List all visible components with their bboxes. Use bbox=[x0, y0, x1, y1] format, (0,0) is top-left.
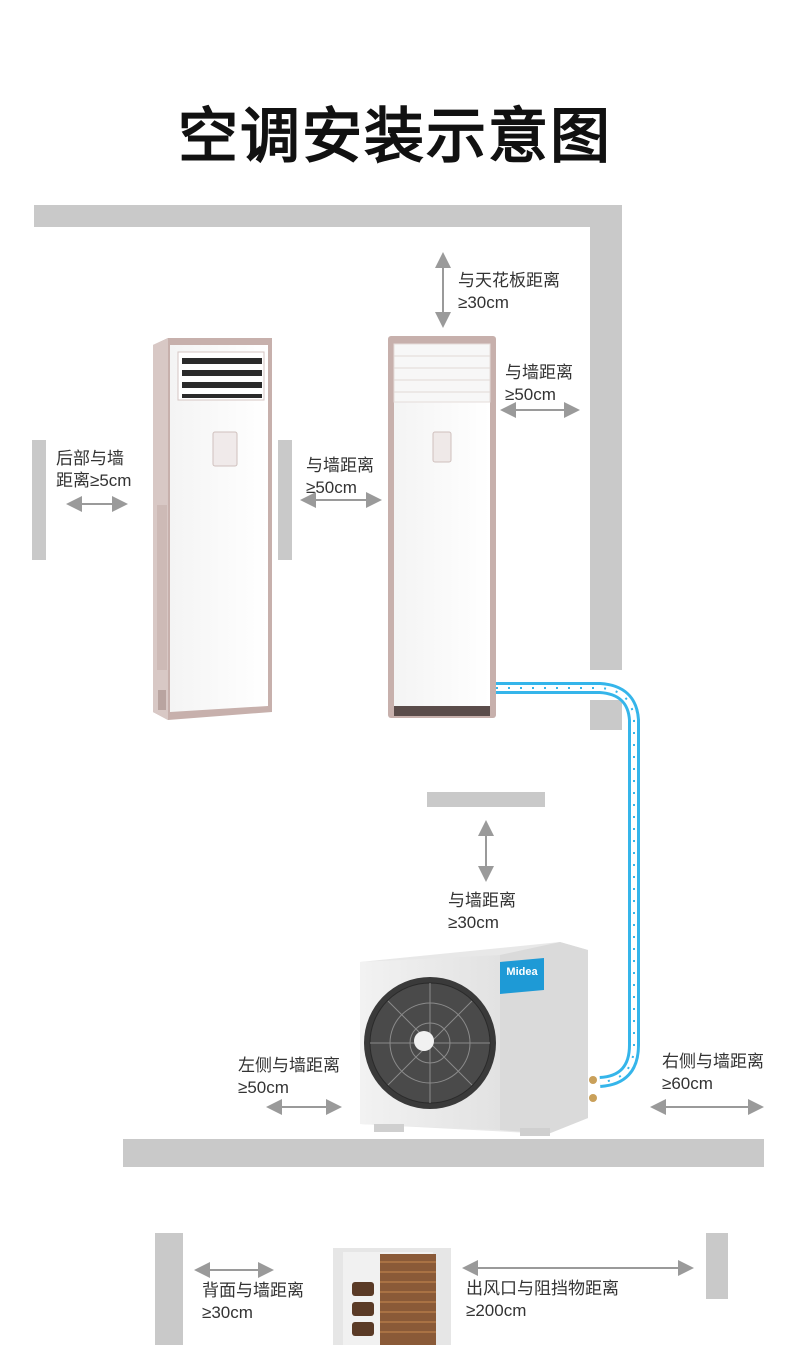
brand-logo-icon bbox=[500, 958, 544, 994]
label-rear-wall: 后部与墙 距离≥5cm bbox=[56, 449, 132, 490]
indoor-unit-right bbox=[388, 336, 496, 718]
ceiling-wall bbox=[34, 205, 622, 227]
right-room-wall-lower bbox=[590, 700, 622, 730]
rear-wall-segment bbox=[32, 440, 46, 560]
brand-label: Midea bbox=[506, 966, 538, 978]
ground-slab bbox=[123, 1139, 764, 1167]
right-room-wall bbox=[590, 205, 622, 670]
indoor-unit-left bbox=[153, 338, 272, 720]
pipe-icon bbox=[496, 682, 640, 1088]
label-between-units: 与墙距离 ≥50cm bbox=[306, 456, 374, 497]
label-right-wall-indoor: 与墙距离 ≥50cm bbox=[505, 363, 573, 404]
middle-wall-segment bbox=[278, 440, 292, 560]
outdoor-unit bbox=[360, 942, 597, 1136]
bottom-left-wall bbox=[155, 1233, 183, 1345]
outdoor-top-wall bbox=[427, 792, 545, 807]
label-back: 背面与墙距离 ≥30cm bbox=[202, 1281, 304, 1322]
label-outdoor-left: 左侧与墙距离 ≥50cm bbox=[238, 1056, 340, 1097]
double-arrow-icon bbox=[66, 252, 764, 1278]
label-outlet: 出风口与阻挡物距离 ≥200cm bbox=[466, 1279, 619, 1320]
outdoor-unit-back bbox=[333, 1248, 451, 1345]
bottom-right-wall bbox=[706, 1233, 728, 1299]
page-title: 空调安装示意图 bbox=[178, 102, 612, 172]
label-outdoor-top: 与墙距离 ≥30cm bbox=[448, 891, 516, 932]
label-ceiling: 与天花板距离 ≥30cm bbox=[458, 271, 560, 312]
label-outdoor-right: 右侧与墙距离 ≥60cm bbox=[662, 1052, 764, 1093]
